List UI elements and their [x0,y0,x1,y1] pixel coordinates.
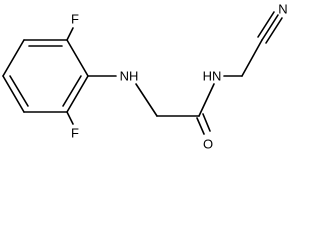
amine-nh-label: NH [120,69,139,84]
n-ch2-bond [135,83,158,117]
carbonyl-oxygen-label: O [203,137,213,152]
nitrile-triple-bond [257,11,275,38]
carbonyl-double-bond [202,113,211,132]
benzene-ring [2,39,89,113]
ch2-cn-bond [241,39,263,77]
ring-double-bond-inner [9,75,29,107]
ring-bond [66,39,89,77]
c-f-bond-bottom [66,111,74,125]
ring-bond [66,75,89,113]
nitrile-nitrogen-label: N [278,2,287,17]
molecular-structure-diagram: F F NH O HN N [2,2,288,152]
fluorine-bottom-label: F [71,126,79,141]
nitrile-triple-bond [261,14,279,41]
carbonyl-double-bond [196,117,205,135]
nitrile-triple-bond [265,17,283,44]
ring-bond [2,75,25,113]
c-n-amide-bond [198,83,215,117]
fluorine-top-label: F [71,12,79,27]
ring-double-bond-inner [62,75,82,107]
amide-nh-label: HN [203,69,222,84]
c-f-bond-top [66,27,74,41]
ring-bond [2,39,25,77]
